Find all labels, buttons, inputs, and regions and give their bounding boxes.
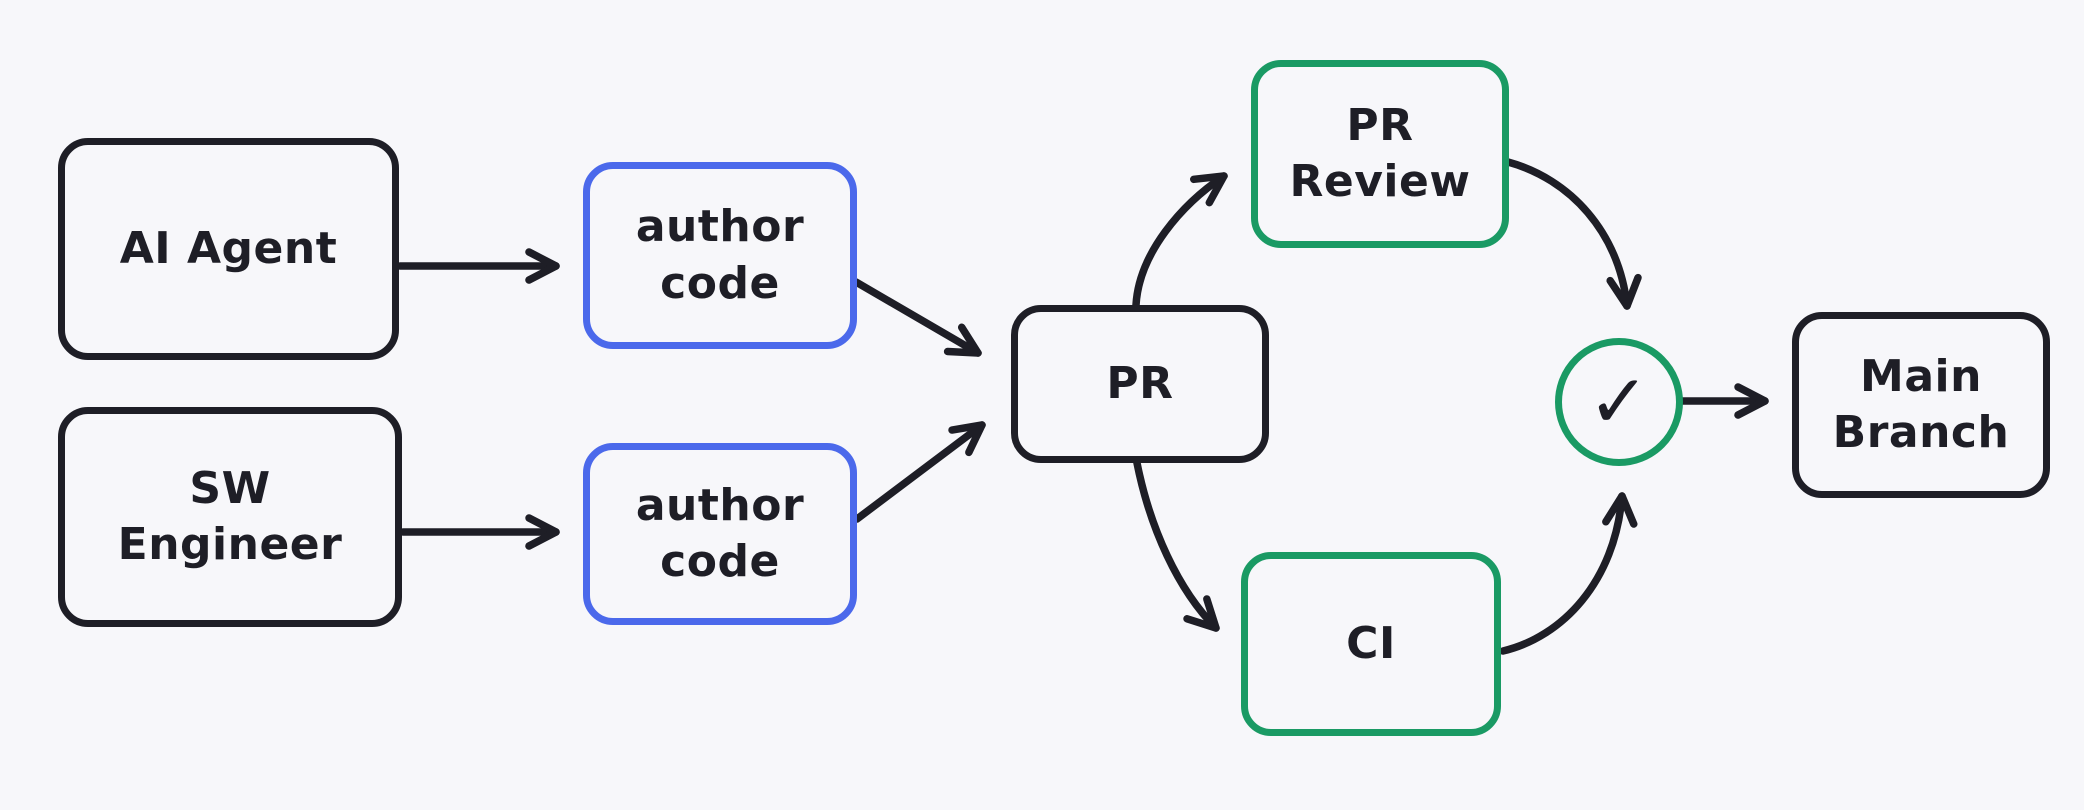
node-author-code-top: author code — [583, 162, 857, 349]
edge-author-code-bottom-to-pr — [853, 421, 986, 523]
edge-author-code-top-to-pr — [852, 278, 982, 357]
node-author-code-bottom-label: author code — [635, 479, 805, 587]
node-pr-review: PR Review — [1251, 60, 1509, 248]
node-sw-engineer-label: SW Engineer — [117, 462, 343, 570]
node-ci-label: CI — [1346, 617, 1396, 669]
node-check-circle: ✓ — [1555, 338, 1683, 466]
edge-pr-to-pr-review — [1132, 172, 1228, 309]
edge-ci-to-check — [1499, 492, 1638, 655]
node-main-branch: Main Branch — [1792, 312, 2050, 498]
node-ci: CI — [1241, 552, 1501, 736]
node-ai-agent: AI Agent — [58, 138, 399, 360]
node-pr-label: PR — [1106, 357, 1174, 409]
node-author-code-bottom: author code — [583, 443, 857, 625]
edge-pr-to-ci — [1133, 459, 1220, 632]
node-main-branch-label: Main Branch — [1832, 350, 2010, 458]
edge-pr-review-to-check — [1504, 158, 1642, 310]
node-author-code-top-label: author code — [635, 201, 805, 309]
node-pr-review-label: PR Review — [1289, 99, 1471, 207]
node-pr: PR — [1011, 305, 1269, 463]
node-sw-engineer: SW Engineer — [58, 407, 402, 627]
check-icon: ✓ — [1587, 359, 1651, 445]
node-ai-agent-label: AI Agent — [119, 222, 338, 274]
